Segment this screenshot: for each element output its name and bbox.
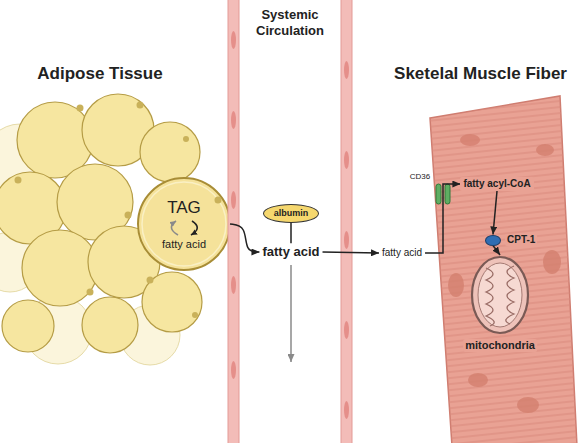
cd36-transporter — [445, 184, 450, 204]
vessel-wall — [344, 61, 349, 79]
vessel-wall — [228, 0, 352, 443]
vessel-wall — [344, 401, 349, 419]
cpt1-enzyme: CPT-1 — [485, 235, 501, 246]
adipocyte-cluster — [87, 289, 94, 296]
vessel-lumen: Systemic Circulation albumin fatty acid — [240, 0, 340, 443]
molecule-name: CPT-1 — [505, 234, 537, 246]
vessel-wall — [231, 111, 236, 129]
molecule-name: fatty acid — [259, 243, 322, 261]
molecule-name: albumin — [274, 209, 309, 218]
vessel-wall — [231, 276, 236, 294]
vessel-wall — [231, 31, 349, 419]
flow-arrow — [493, 246, 500, 256]
adipocyte-cluster — [0, 94, 230, 365]
vessel-wall — [231, 191, 236, 209]
adipocyte-cluster — [15, 177, 22, 184]
adipocyte-cluster — [215, 197, 222, 204]
mitochondrion — [472, 257, 528, 333]
adipocyte-cluster — [171, 221, 178, 235]
adipocyte-cluster — [183, 136, 189, 142]
vessel-wall — [231, 31, 236, 49]
muscle-fiber — [460, 134, 480, 146]
flow-arrow — [493, 191, 497, 235]
region-heading: Systemic Circulation — [242, 7, 338, 38]
muscle-fiber — [430, 96, 577, 443]
muscle-fiber — [536, 144, 554, 156]
protein-name: CD36 — [410, 173, 430, 182]
mitochondrion — [478, 263, 522, 327]
adipocyte-cluster — [137, 102, 144, 109]
muscle-fiber — [543, 250, 561, 274]
albumin-oval: albumin — [263, 204, 319, 223]
adipocyte-cluster — [125, 212, 132, 219]
muscle-fiber — [468, 373, 488, 387]
adipocyte-cluster — [142, 182, 226, 266]
adipocyte-cluster — [147, 277, 154, 284]
muscle-fiber — [430, 96, 577, 443]
adipocyte-cluster — [82, 297, 138, 353]
mitochondria-node: mitochondria — [470, 255, 530, 335]
mitochondrion — [472, 257, 528, 333]
vessel-wall — [231, 361, 236, 379]
adipocyte-cluster — [192, 312, 198, 318]
region-heading: Sketelal Muscle Fiber — [382, 64, 579, 84]
adipocyte-cell: TAG fatty acid — [138, 178, 230, 270]
vessel-wall — [228, 0, 239, 443]
adipocyte-cluster — [142, 272, 202, 332]
lipid-label: TAG — [167, 198, 201, 218]
flow-arrow — [425, 184, 460, 253]
molecule-name: mitochondria — [463, 339, 537, 352]
molecule-name: fatty acyl-CoA — [460, 177, 533, 191]
muscle-fiber — [517, 397, 539, 413]
tissue-region: Adipose TissueTAGfatty acid — [0, 58, 200, 358]
vessel-wall — [344, 151, 349, 169]
adipocyte-cluster — [2, 300, 54, 352]
molecule-name: fatty acid — [379, 246, 425, 260]
vessel-wall — [344, 321, 349, 339]
region-heading: Adipose Tissue — [0, 64, 200, 84]
adipocyte-cluster — [15, 102, 222, 319]
adipocyte-cluster — [138, 178, 230, 270]
molecule-label: fatty acid — [259, 243, 322, 261]
adipocyte-cluster — [140, 122, 200, 182]
adipocyte-cluster — [77, 105, 84, 112]
adipocyte-cluster — [22, 230, 98, 306]
muscle-fiber — [430, 96, 577, 443]
vessel-wall — [344, 231, 349, 249]
molecule-label: fatty acid — [379, 246, 425, 260]
molecule-label: fatty acyl-CoA — [460, 177, 533, 191]
muscle-fiber — [448, 134, 561, 413]
flow-arrow — [323, 252, 379, 253]
vessel-wall — [341, 0, 352, 443]
adipocyte-cluster — [191, 221, 197, 235]
muscle-fiber — [448, 273, 464, 297]
molecule-name: fatty acid — [162, 238, 206, 251]
binding-line — [290, 223, 292, 243]
mitochondrion — [486, 266, 514, 326]
flow-arrow — [230, 224, 259, 252]
flow-arrow — [290, 265, 292, 362]
cd36-transporter — [436, 184, 441, 204]
